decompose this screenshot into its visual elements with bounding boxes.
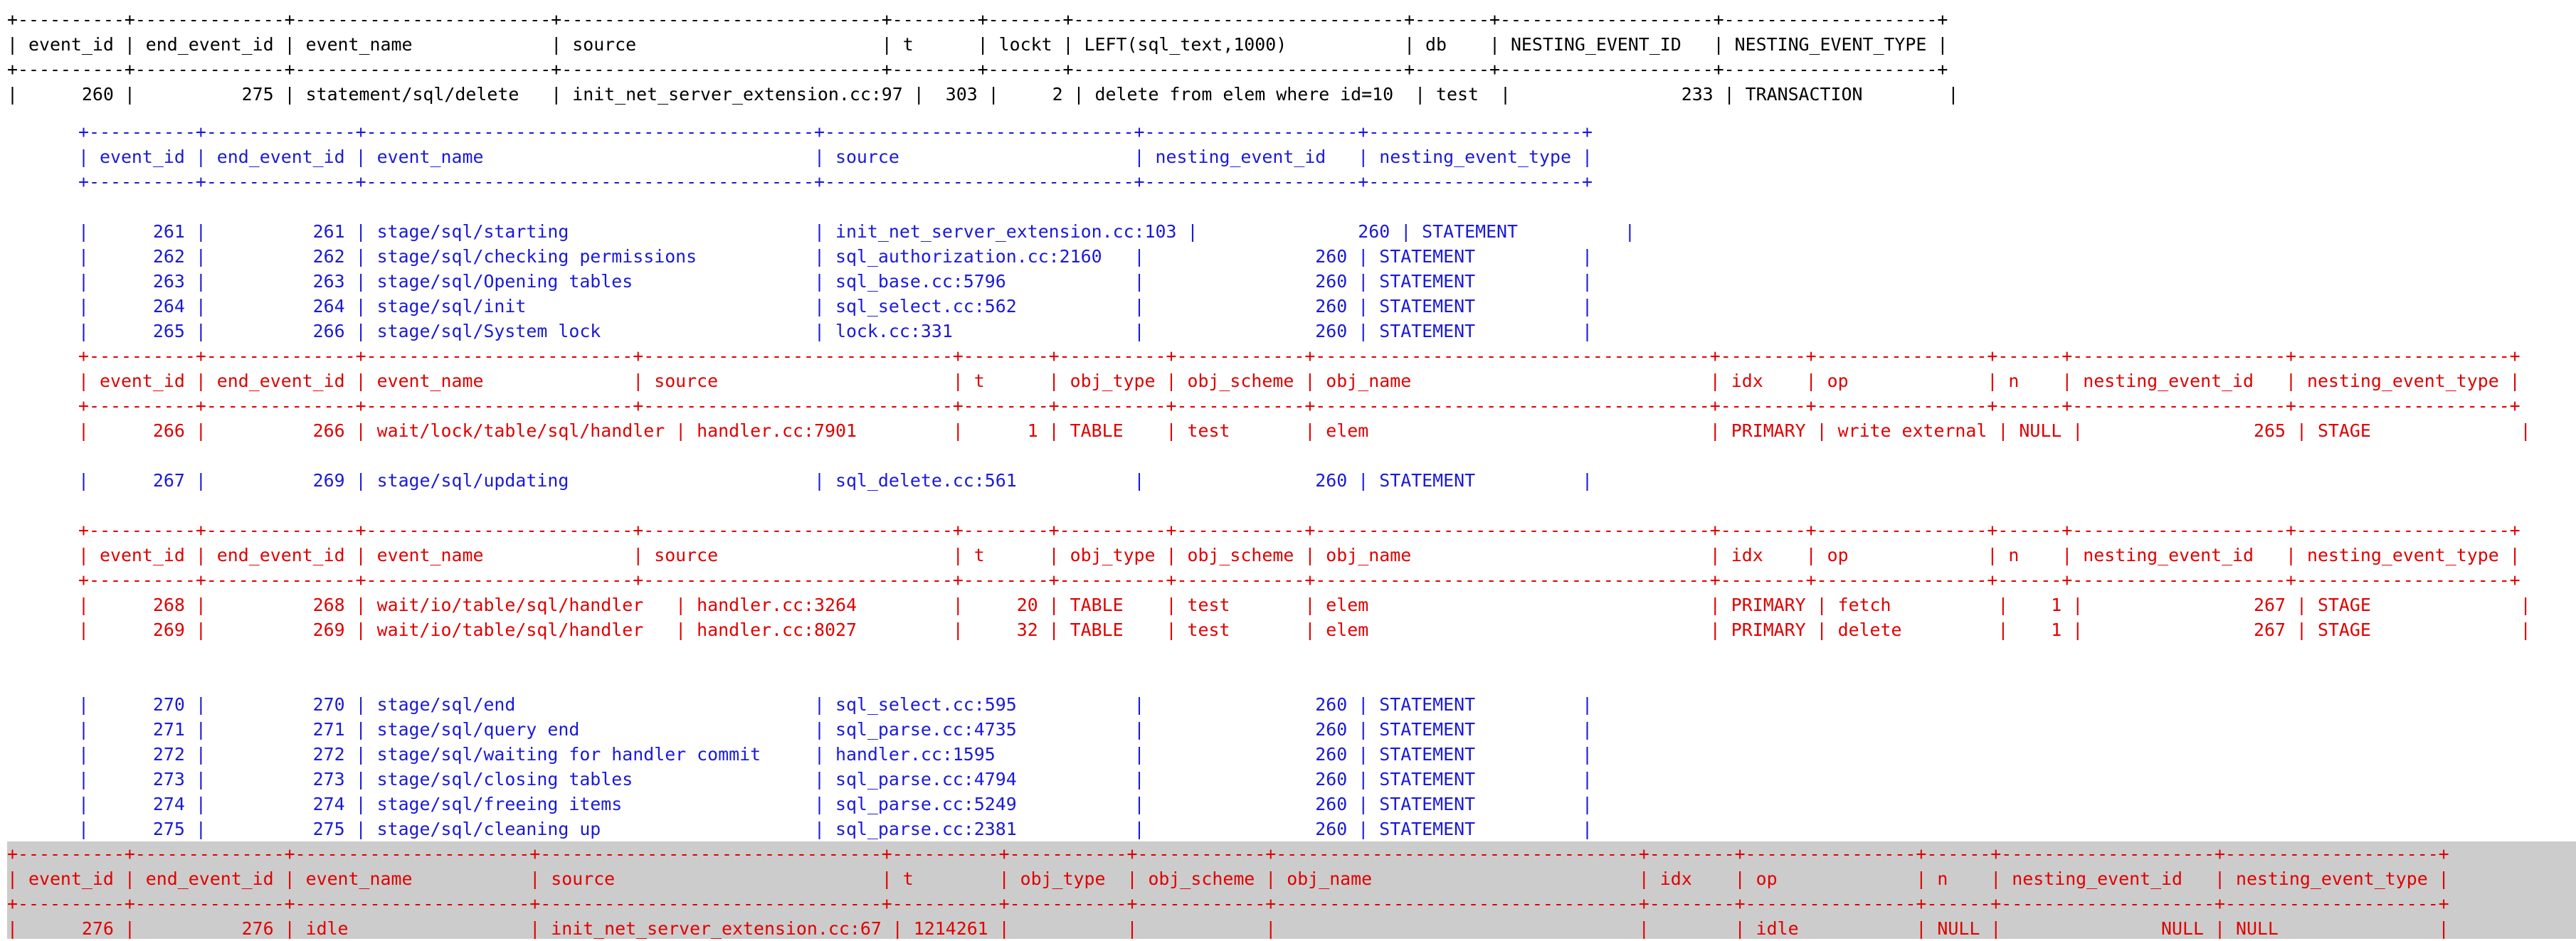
table-row: | 270 | 270 | stage/sql/end | sql_select… [78, 694, 1593, 715]
wait-io-table: +----------+--------------+-------------… [78, 518, 2531, 642]
table-row: | 272 | 272 | stage/sql/waiting for hand… [78, 744, 1593, 765]
table-header: | event_id | end_event_id | event_name |… [78, 371, 2520, 391]
table-header: | event_id | end_event_id | event_name |… [78, 147, 1593, 167]
table-row: | 271 | 271 | stage/sql/query end | sql_… [78, 719, 1593, 740]
table-border: +----------+--------------+-------------… [7, 893, 2449, 914]
table-header: | event_id | end_event_id | event_name |… [7, 34, 1948, 55]
table-border: +----------+--------------+-------------… [7, 9, 1948, 30]
table-row: | 268 | 268 | wait/io/table/sql/handler … [78, 595, 2531, 615]
table-row: | 269 | 269 | wait/io/table/sql/handler … [78, 620, 2531, 640]
table-row: | 260 | 275 | statement/sql/delete | ini… [7, 84, 1959, 105]
table-row: | 266 | 266 | wait/lock/table/sql/handle… [78, 420, 2531, 441]
table-row: | 265 | 266 | stage/sql/System lock | lo… [78, 321, 1593, 341]
table-border: +----------+--------------+-------------… [78, 122, 1593, 142]
table-border: +----------+--------------+-------------… [78, 346, 2520, 366]
table-border: +----------+--------------+-------------… [7, 59, 1948, 80]
table-row: | 275 | 275 | stage/sql/cleaning up | sq… [78, 819, 1593, 839]
table-header: | event_id | end_event_id | event_name |… [78, 545, 2520, 565]
table-row: | 261 | 261 | stage/sql/starting | init_… [78, 221, 1635, 242]
stage-table: +----------+--------------+-------------… [78, 119, 1635, 344]
table-row: | 262 | 262 | stage/sql/checking permiss… [78, 246, 1593, 267]
statement-table: +----------+--------------+-------------… [7, 7, 1958, 107]
table-border: +----------+--------------+-------------… [78, 395, 2520, 416]
table-header: | event_id | end_event_id | event_name |… [7, 868, 2449, 889]
spacer [78, 443, 2531, 468]
spacer [78, 194, 1635, 219]
table-border: +----------+--------------+-------------… [7, 844, 2449, 864]
table-row: | 276 | 276 | idle | init_net_server_ext… [7, 918, 2449, 939]
table-row: | 273 | 273 | stage/sql/closing tables |… [78, 769, 1593, 790]
table-row: | 264 | 264 | stage/sql/init | sql_selec… [78, 296, 1593, 317]
table-border: +----------+--------------+-------------… [78, 171, 1593, 192]
table-border: +----------+--------------+-------------… [78, 520, 2520, 541]
wait-lock-table: +----------+--------------+-------------… [78, 344, 2531, 493]
table-row: | 274 | 274 | stage/sql/freeing items | … [78, 794, 1593, 814]
table-row: | 267 | 269 | stage/sql/updating | sql_d… [78, 470, 1593, 491]
table-border: +----------+--------------+-------------… [78, 570, 2520, 590]
idle-table-highlighted: +----------+--------------+-------------… [7, 841, 2576, 939]
stage-table-tail: | 270 | 270 | stage/sql/end | sql_select… [78, 692, 1593, 841]
table-row: | 263 | 263 | stage/sql/Opening tables |… [78, 271, 1593, 292]
